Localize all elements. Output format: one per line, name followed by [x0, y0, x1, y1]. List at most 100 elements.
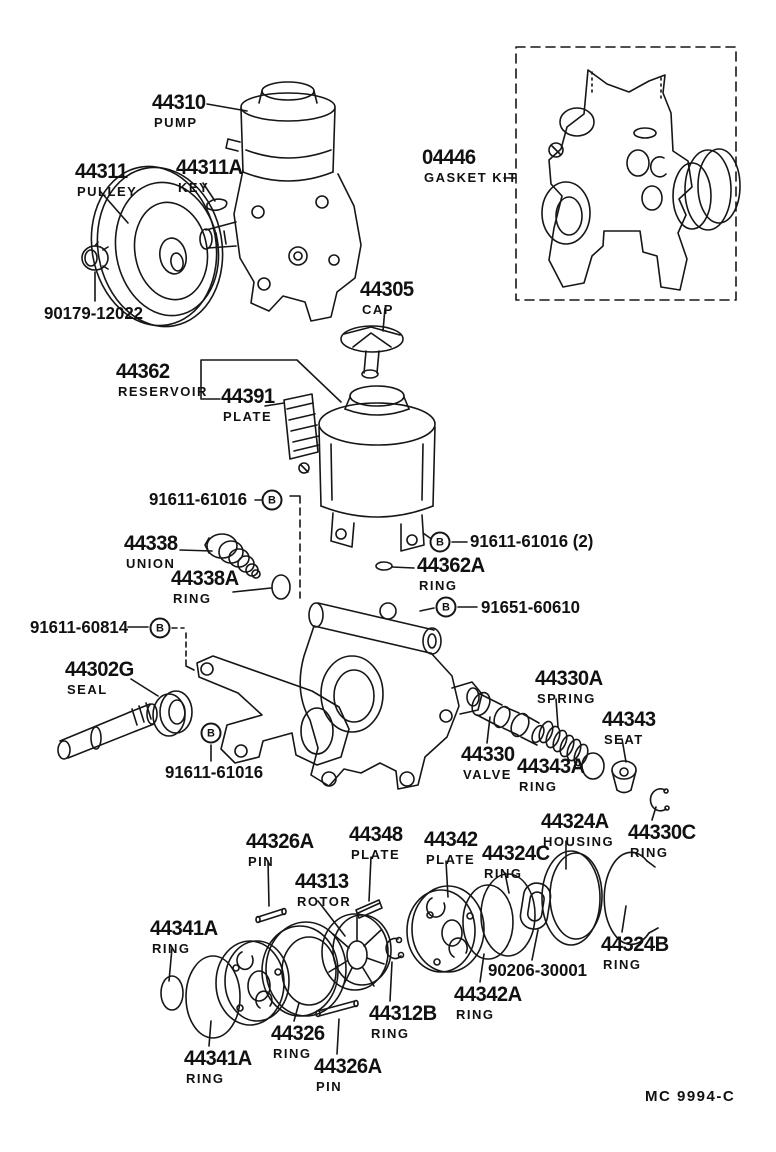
part-label-spring: 44330A SPRING — [535, 668, 606, 705]
part-description: RING — [630, 845, 669, 860]
part-label-rotor: 44313 ROTOR — [295, 871, 351, 908]
part-label-union: 44338 UNION — [124, 533, 180, 570]
part-label-bracket-bolt: 91611-60814 — [30, 617, 132, 637]
part-label-gasket-kit: 04446 GASKET KIT — [422, 147, 518, 184]
union-ring-drawing — [271, 574, 291, 600]
part-description: UNION — [126, 556, 176, 571]
part-description: RING — [152, 941, 191, 956]
part-number: 91611-61016 — [149, 489, 248, 509]
part-number: 04446 — [422, 146, 476, 169]
snap-ring-44330c-drawing — [649, 788, 670, 812]
part-number: 44343A — [517, 755, 585, 778]
part-description: RING — [371, 1026, 410, 1041]
part-number: 44311A — [176, 156, 243, 179]
part-description: RESERVOIR — [118, 384, 208, 399]
part-label-reservoir-plate: 44391 PLATE — [221, 386, 277, 423]
part-description: RING — [419, 578, 458, 593]
part-description: PIN — [316, 1079, 343, 1094]
part-label-housing: 44324A HOUSING — [541, 811, 614, 848]
part-description: SEAT — [604, 732, 644, 747]
part-number: 44362A — [417, 554, 485, 577]
part-label-pin-top: 44326A PIN — [246, 831, 317, 868]
part-number: 44302G — [65, 658, 134, 681]
part-number: 91611-61016 (2) — [470, 531, 594, 551]
part-label-ring-44342a: 44342A RING — [454, 984, 525, 1021]
part-number: 44324A — [541, 810, 609, 833]
nut-drawing — [81, 241, 109, 271]
drawing-code: MC 9994-C — [645, 1088, 736, 1105]
part-description: SEAL — [67, 682, 108, 697]
part-description: PIN — [248, 854, 275, 869]
part-number: 44312B — [369, 1002, 437, 1025]
part-label-ring-44324c: 44324C RING — [482, 843, 553, 880]
part-number: 91651-60610 — [481, 597, 581, 617]
part-description: RING — [173, 591, 212, 606]
part-description: CAP — [362, 302, 394, 317]
bracket-drawing — [196, 655, 350, 766]
part-label-pulley: 44311 PULLEY — [75, 161, 137, 198]
part-number: 44313 — [295, 870, 349, 893]
part-label-pulley-nut: 90179-12022 — [44, 303, 147, 323]
part-description: RING — [519, 779, 558, 794]
part-label-rear-bolt: 91651-60610 — [481, 597, 584, 617]
part-description: PLATE — [426, 852, 476, 867]
part-label-pump: 44310 PUMP — [152, 92, 208, 129]
part-description: GASKET KIT — [424, 170, 518, 185]
part-label-ring-44341a-top: 44341A RING — [150, 918, 221, 955]
part-number: 44348 — [349, 823, 403, 846]
part-label-reservoir-ring: 44362A RING — [417, 555, 488, 592]
part-number: 44342A — [454, 983, 522, 1006]
part-description: SPRING — [537, 691, 596, 706]
part-number: 90206-30001 — [488, 960, 588, 980]
gasket-kit-drawing — [515, 46, 741, 301]
reservoir-oring-drawing — [375, 561, 393, 571]
part-number: 44326A — [246, 830, 314, 853]
part-description: PLATE — [223, 409, 273, 424]
part-label-seal: 44302G SEAL — [65, 659, 137, 696]
bolt-marker-icon: B — [149, 617, 171, 639]
part-label-pin-bottom: 44326A PIN — [314, 1056, 385, 1093]
part-label-valve-ring: 44343A RING — [517, 756, 588, 793]
rear-parts-drawing — [406, 850, 659, 973]
part-label-cap: 44305 CAP — [360, 279, 416, 316]
seat-drawing — [611, 760, 637, 794]
part-description: ROTOR — [297, 894, 352, 909]
part-description: RING — [273, 1046, 312, 1061]
part-number: 44330C — [628, 821, 696, 844]
part-number: 44342 — [424, 828, 478, 851]
part-number: 44338 — [124, 532, 178, 555]
part-number: 90179-12022 — [44, 303, 144, 323]
part-label-ring-44324b: 44324B RING — [601, 934, 672, 971]
reservoir-plate-drawing — [283, 393, 320, 474]
part-number: 91611-60814 — [30, 617, 129, 637]
part-number: 44343 — [602, 708, 656, 731]
part-label-reservoir-bolt: 91611-61016 (2) — [470, 531, 598, 551]
part-label-valve: 44330 VALVE — [461, 744, 517, 781]
part-number: 44324C — [482, 842, 550, 865]
bolt-marker-icon: B — [435, 596, 457, 618]
part-description: VALVE — [463, 767, 512, 782]
seal-drawing — [152, 690, 193, 737]
bolt-marker-icon: B — [261, 489, 283, 511]
part-number: 44341A — [184, 1047, 252, 1070]
shaft-drawing — [57, 702, 158, 760]
part-label-rear-plate: 44342 PLATE — [424, 829, 480, 866]
part-label-union-bolt: 91611-61016 — [149, 489, 251, 509]
bolt-marker-icon: B — [429, 531, 451, 553]
part-description: PULLEY — [77, 184, 138, 199]
part-number: 44326 — [271, 1022, 325, 1045]
reservoir-drawing — [318, 385, 436, 552]
part-number: 44362 — [116, 360, 170, 383]
part-label-ring-44312b: 44312B RING — [369, 1003, 440, 1040]
part-label-key: 44311A KEY — [176, 157, 245, 194]
part-number: 44305 — [360, 278, 414, 301]
part-number: 44324B — [601, 933, 669, 956]
part-label-union-ring: 44338A RING — [171, 568, 242, 605]
part-label-housing-snap-ring: 44330C RING — [628, 822, 699, 859]
part-number: 44330A — [535, 667, 603, 690]
part-number: 44311 — [75, 160, 128, 183]
part-number: 44330 — [461, 743, 515, 766]
part-description: RING — [456, 1007, 495, 1022]
